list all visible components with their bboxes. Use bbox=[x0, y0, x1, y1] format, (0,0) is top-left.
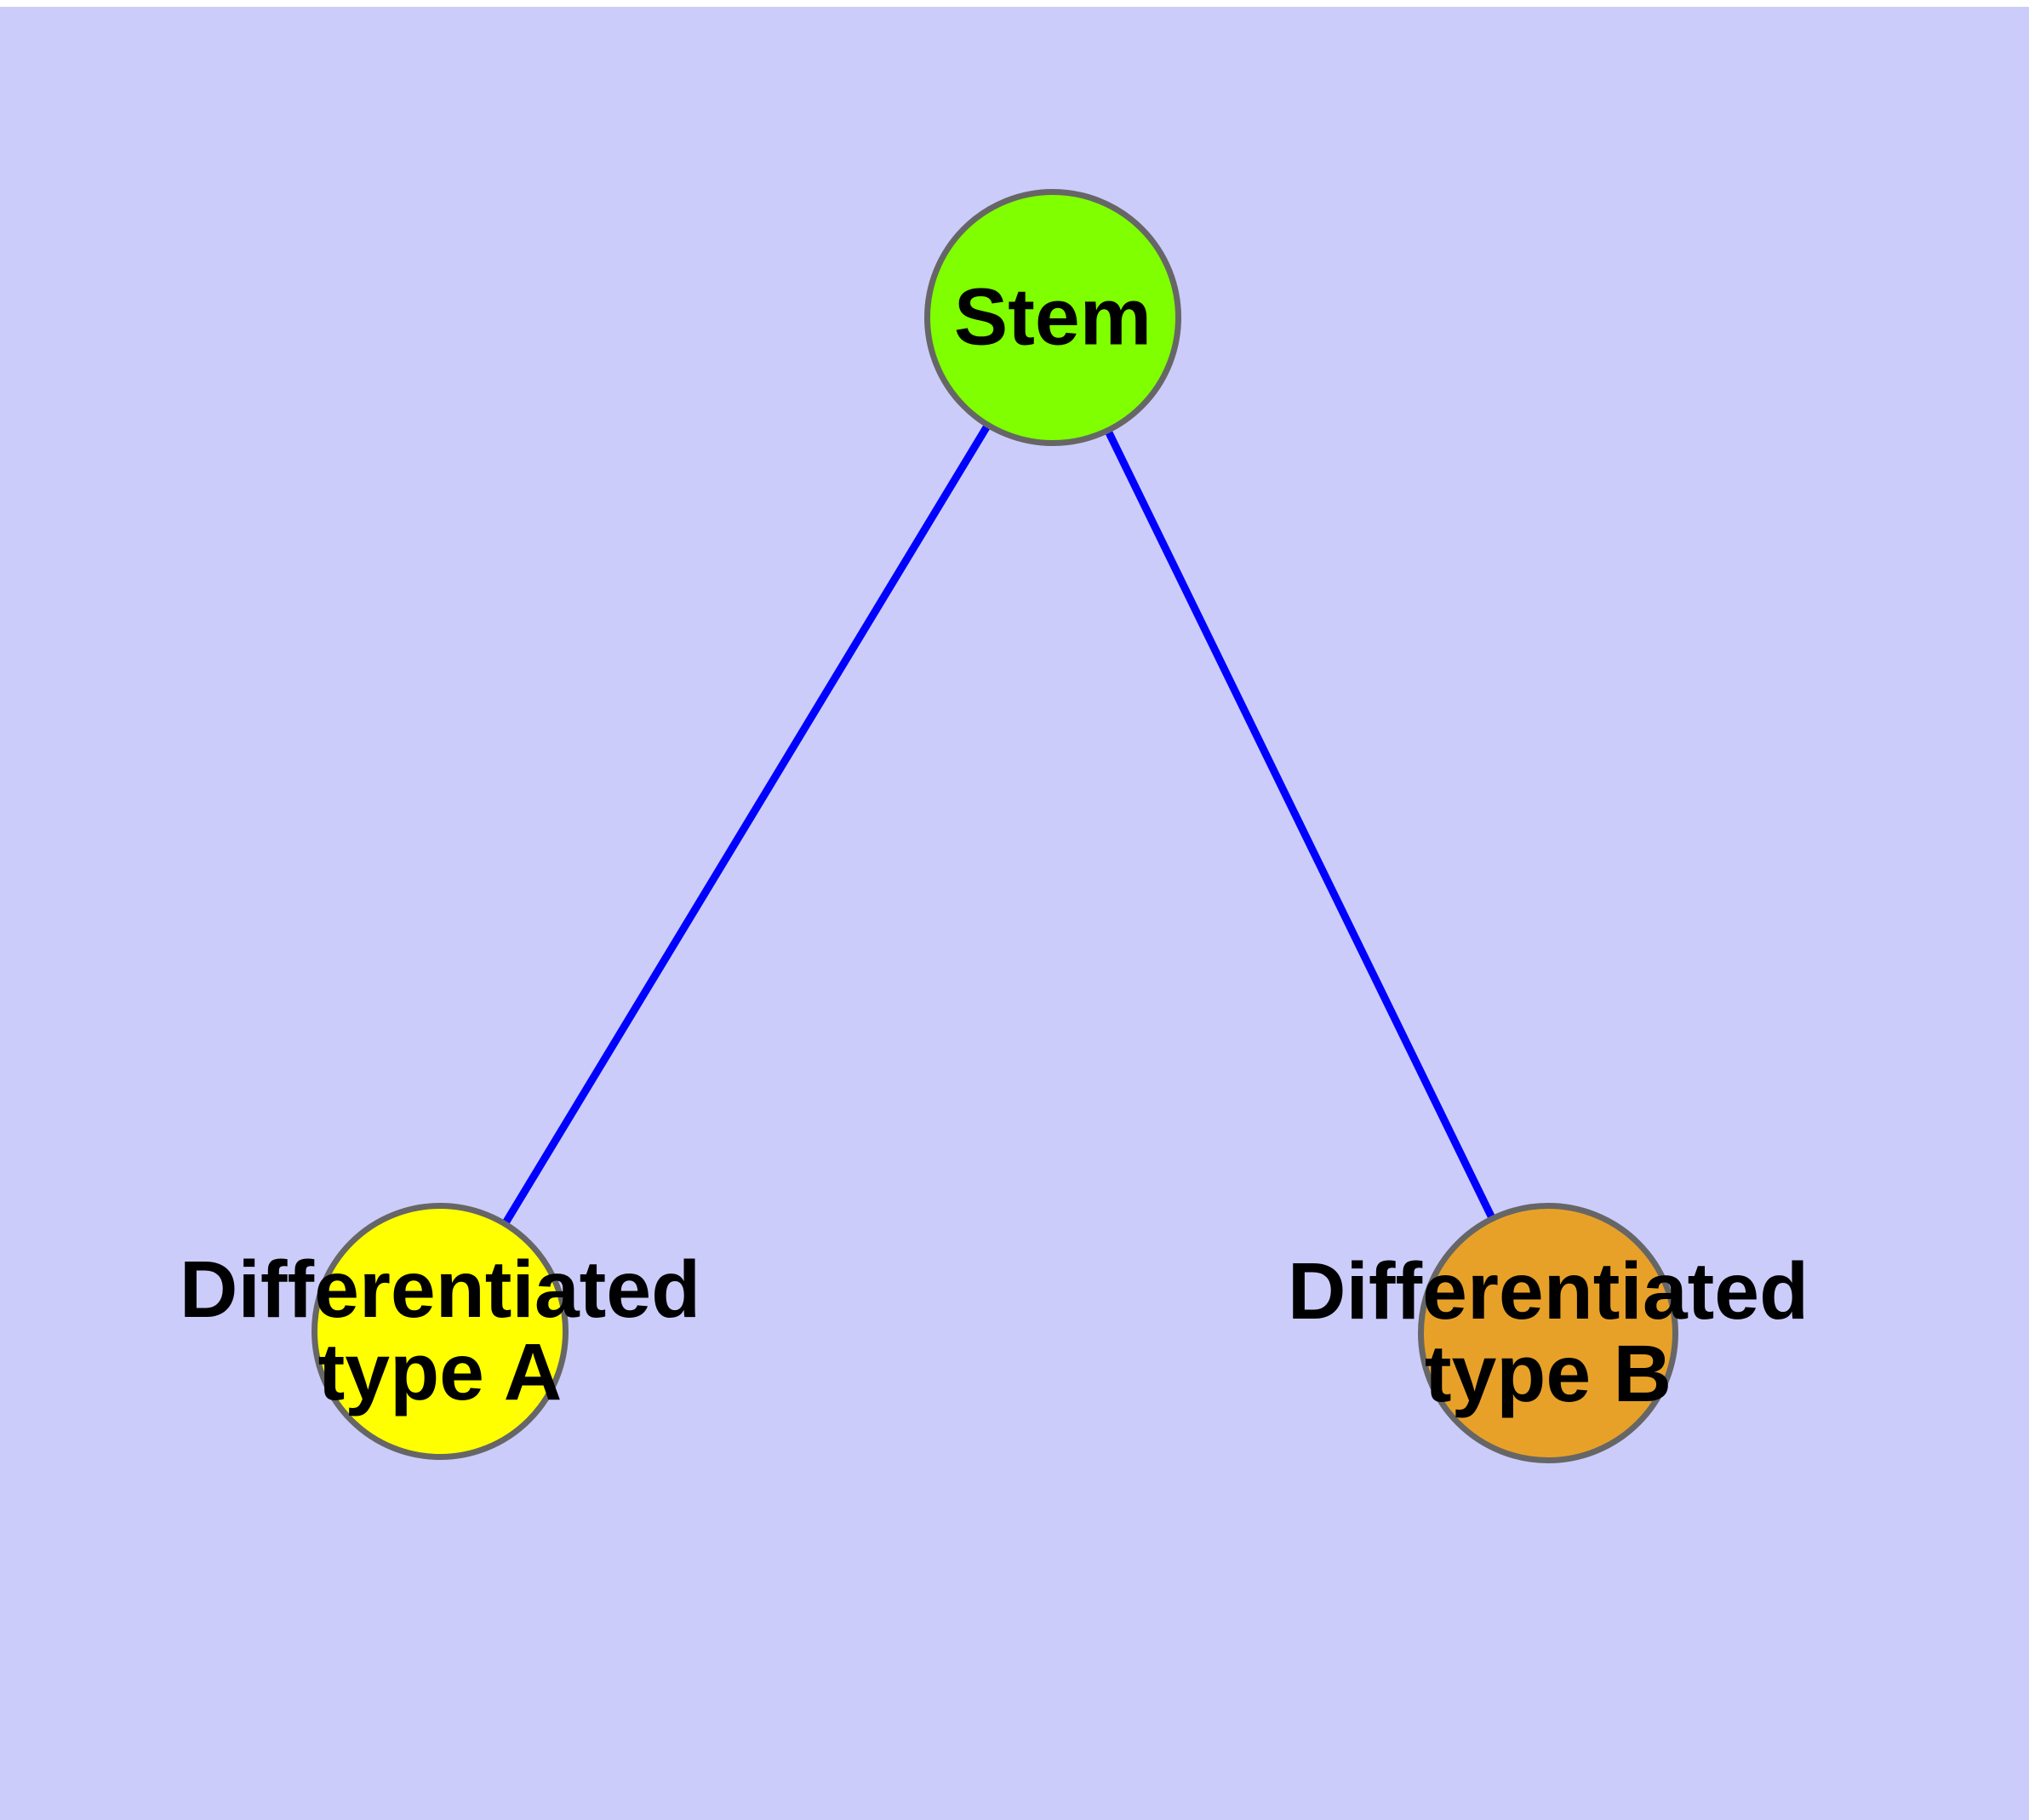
edge-stem-to-differentiated-type-b[interactable] bbox=[1104, 428, 1496, 1222]
edges-layer bbox=[501, 422, 1496, 1227]
node-differentiated-type-b[interactable] bbox=[1418, 1203, 1678, 1463]
edge-stem-to-differentiated-type-a[interactable] bbox=[501, 422, 992, 1227]
node-stem[interactable] bbox=[924, 189, 1181, 446]
node-differentiated-type-a[interactable] bbox=[311, 1203, 569, 1460]
nodes-layer bbox=[311, 189, 1678, 1463]
